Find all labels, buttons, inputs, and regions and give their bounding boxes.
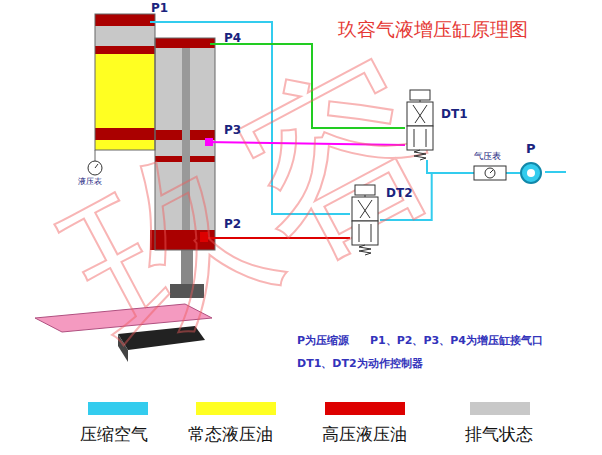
node-shape (350, 185, 380, 255)
legend-label: 常态液压油 (188, 425, 273, 444)
legend-label: 压缩空气 (80, 425, 148, 444)
node-label: 液压表 (78, 178, 102, 187)
diagram-title: 玖容气液增压缸原理图 (338, 19, 528, 40)
air-supply-line (506, 172, 520, 174)
air-line (545, 171, 566, 173)
node-shape (520, 162, 542, 184)
port-label: P1 (151, 2, 168, 15)
piston (95, 46, 155, 54)
cylinder-cap (155, 38, 215, 48)
legend-swatch (325, 402, 405, 415)
note: P为压缩源 (297, 335, 349, 347)
solenoid-valve: DT1 (405, 90, 435, 160)
legend-swatch (88, 402, 148, 415)
gauge-stem (95, 150, 96, 162)
legend-label: 排气状态 (465, 425, 533, 444)
node-label: DT2 (386, 187, 413, 200)
node-shape (474, 166, 506, 180)
note: DT1、DT2为动作控制器 (297, 358, 423, 370)
node-label: P (526, 142, 536, 156)
port-label: P2 (224, 218, 241, 231)
node-label: 气压表 (474, 152, 501, 162)
legend-swatch (470, 402, 530, 415)
legend-label: 高压液压油 (322, 425, 407, 444)
node-shape (87, 160, 103, 176)
air-source: P (520, 162, 542, 184)
port-label: P3 (224, 124, 241, 137)
node-label: DT1 (441, 108, 468, 121)
cylinder-cap (95, 128, 155, 140)
legend-swatch (196, 402, 276, 415)
node-shape (405, 90, 435, 160)
oil-chamber (95, 54, 155, 128)
note: P1、P2、P3、P4为增压缸接气口 (370, 335, 543, 347)
port-label: P4 (224, 32, 241, 45)
exhaust-chamber (95, 26, 155, 46)
solenoid-valve: DT2 (350, 185, 380, 255)
air-pressure-gauge: 气压表 (474, 166, 506, 180)
cylinder-outline (95, 14, 155, 150)
hydraulic-gauge: 液压表 (87, 160, 103, 176)
cylinder-cap (95, 14, 155, 26)
